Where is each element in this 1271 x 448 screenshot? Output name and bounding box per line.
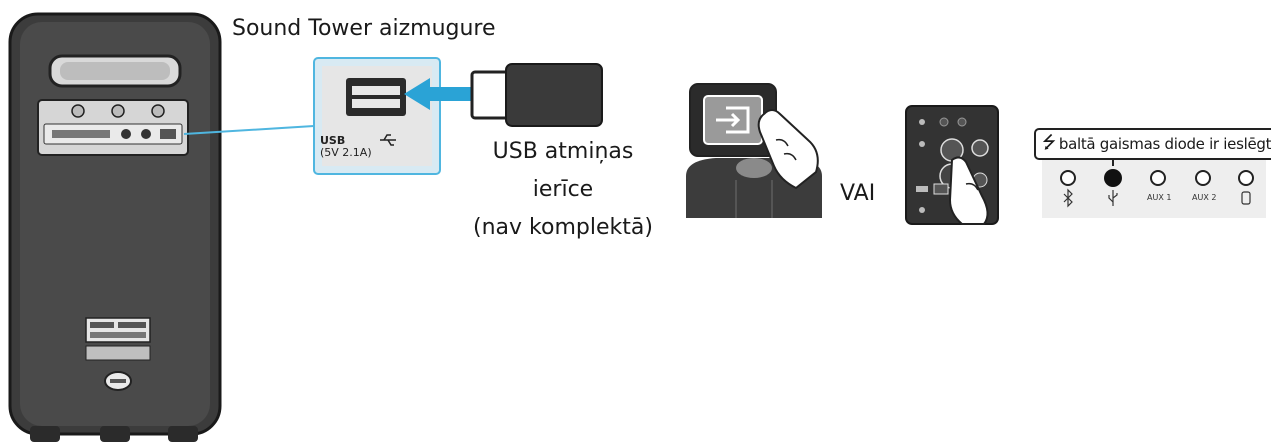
bluetooth-icon (1063, 188, 1073, 208)
aux2-label: AUX 2 (1192, 193, 1217, 202)
sound-tower-back (8, 12, 222, 442)
sound-tower-back-label: Sound Tower aizmugure (232, 16, 496, 41)
usb-port-label: USB (5V 2.1A) (320, 135, 372, 159)
bluetooth-led (1060, 170, 1076, 186)
optical-led (1238, 170, 1254, 186)
indicator-text: baltā gaismas diode ir ieslēgta (1058, 135, 1271, 153)
usb-led-lit (1104, 169, 1122, 187)
usb-port-highlight (313, 57, 441, 175)
insert-arrow-icon (404, 78, 472, 110)
usb-symbol-icon (380, 134, 396, 146)
usb-rating-text: (5V 2.1A) (320, 146, 372, 159)
or-label: VAI (840, 181, 876, 206)
usb-device-line1: USB atmiņas (492, 139, 634, 164)
remote-control (905, 105, 999, 225)
usb-device-label: USB atmiņas ierīce (nav komplektā) (458, 133, 668, 247)
aux1-led (1150, 170, 1166, 186)
usb-flash-drive (470, 63, 603, 127)
aux1-label: AUX 1 (1147, 193, 1172, 202)
led-status-panel (1042, 148, 1266, 218)
usb-device-line2: ierīce (532, 177, 594, 202)
optical-icon (1241, 191, 1251, 205)
connection-line (183, 125, 315, 135)
speaker-top-source-button (686, 83, 822, 218)
usb-led-callout: ⭍ baltā gaismas diode ir ieslēgta (1034, 128, 1271, 160)
usb-icon (1108, 190, 1118, 206)
aux2-led (1195, 170, 1211, 186)
source-icon (716, 106, 750, 134)
usb-callout-icon: ⭍ (1042, 132, 1056, 153)
usb-device-line3: (nav komplektā) (473, 215, 653, 240)
usb-port-text: USB (320, 134, 346, 147)
